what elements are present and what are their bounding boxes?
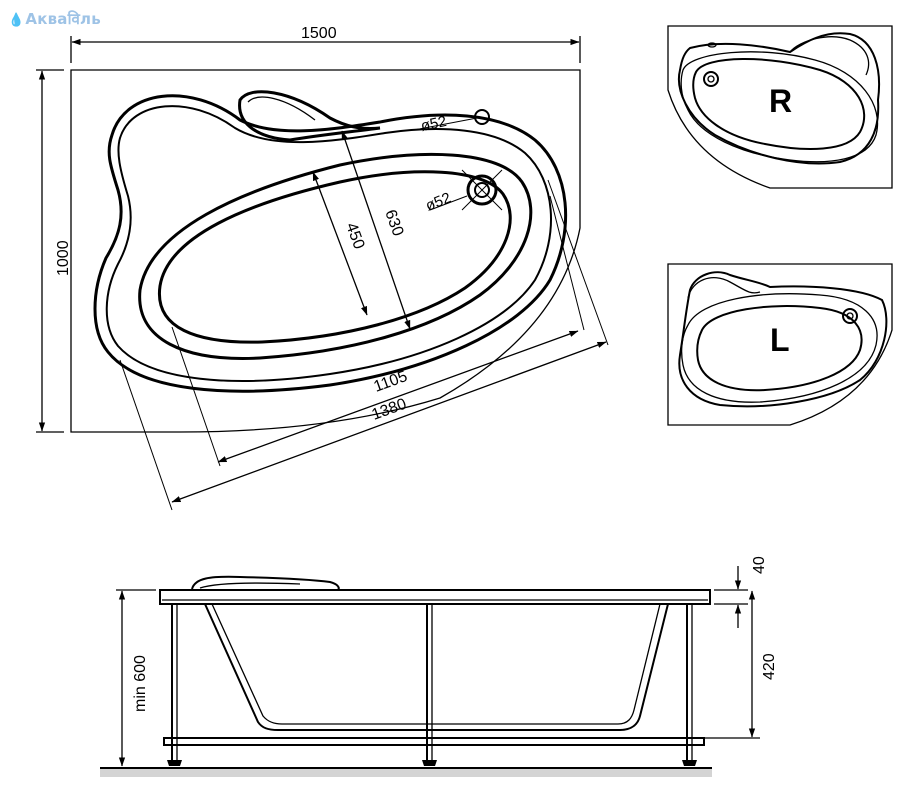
drain-hole [461,169,503,211]
drop-icon: 💧 [8,13,25,28]
rim-40-label: 40 [751,556,768,574]
tub-body [204,603,669,731]
basin-inner [157,170,512,344]
frame-legs [163,604,705,766]
top-view: ø52 ø52 1500 1000 450 630 1105 [36,25,609,511]
basin-outer [138,152,533,360]
rim-to-floor-420-label: 420 [761,653,778,680]
headrest-lobe [238,90,381,142]
headrest-lobe-inner [247,96,316,121]
watermark-logo: 💧Акваविль [8,9,101,29]
dim-630 [341,130,411,330]
tub-rim [159,589,711,605]
width-1500-label: 1500 [301,25,337,42]
variant-left: L [667,263,893,426]
inner-width-450-label: 450 [342,221,367,252]
variant-r-label: R [769,83,792,119]
outer-width-630-label: 630 [381,208,406,239]
bowl-outer [93,94,568,393]
dim-1380 [171,341,607,503]
min-height-label: min 600 [132,655,149,712]
variant-l-label: L [770,322,790,358]
outer-length-1380-label: 1380 [370,396,409,424]
side-view: min 600 40 420 [100,556,778,777]
height-1000-label: 1000 [55,240,72,276]
drain-label: ø52 [423,189,453,214]
bowl-outer-2 [105,105,552,382]
inner-length-1105-label: 1105 [372,368,410,396]
watermark-text: Акваविль [25,10,101,28]
variant-right: R [667,25,893,189]
overflow-label: ø52 [419,113,448,135]
overflow-hole [474,109,490,125]
